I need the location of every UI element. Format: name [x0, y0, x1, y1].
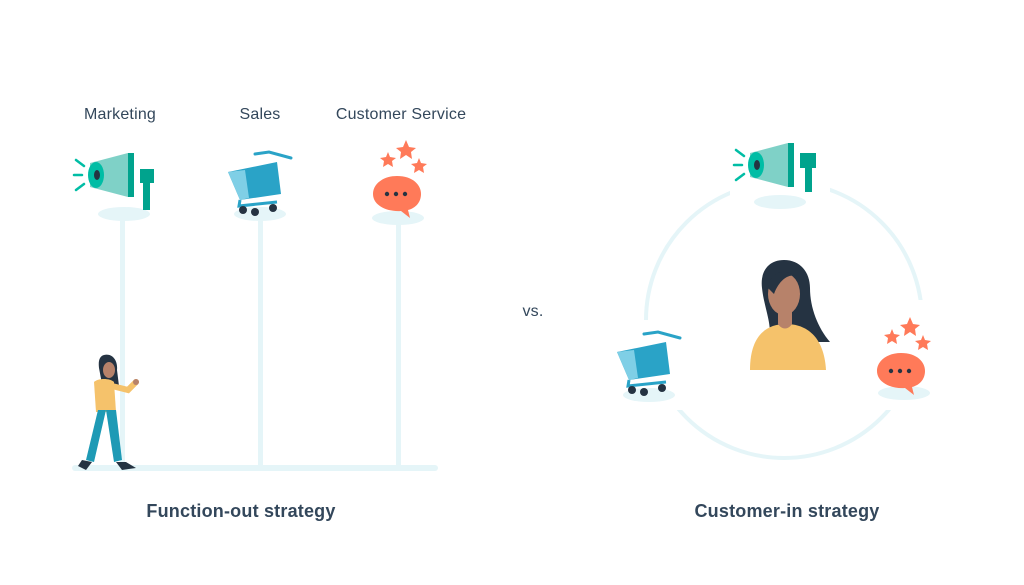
- sales-pole: [258, 218, 263, 468]
- chat-bubble-stars-icon: [877, 317, 931, 400]
- marketing-pole: [120, 218, 125, 468]
- function-out-diagram: [72, 140, 438, 471]
- vs-label: vs.: [522, 303, 544, 320]
- baseline-bar: [72, 465, 438, 471]
- shopping-cart-icon: [228, 150, 293, 221]
- star-icon: [884, 329, 900, 344]
- star-icon: [900, 317, 920, 336]
- label-marketing: Marketing: [83, 106, 157, 123]
- star-icon: [915, 335, 931, 350]
- woman-portrait-figure: [750, 260, 830, 370]
- caption-customer-in: Customer-in strategy: [694, 501, 880, 521]
- star-icon: [396, 140, 416, 159]
- megaphone-icon: [732, 143, 816, 209]
- megaphone-icon: [72, 153, 154, 221]
- woman-walking-figure: [78, 354, 139, 470]
- star-icon: [380, 152, 396, 167]
- label-sales: Sales: [239, 106, 281, 123]
- chat-bubble-stars-icon: [372, 140, 427, 225]
- caption-function-out: Function-out strategy: [146, 501, 336, 521]
- shopping-cart-icon: [617, 330, 682, 402]
- star-icon: [411, 158, 427, 173]
- customer-in-diagram: [600, 143, 948, 460]
- service-pole: [396, 218, 401, 468]
- label-customer-service: Customer Service: [335, 106, 467, 123]
